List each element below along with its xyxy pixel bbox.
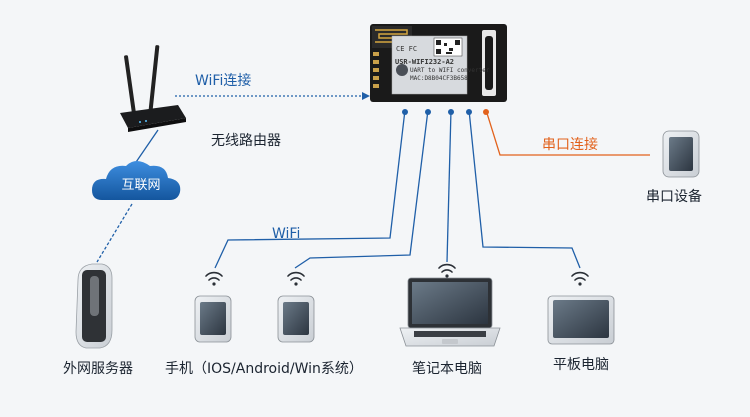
- connection-lines: [96, 92, 650, 269]
- phone-icon-1: [194, 295, 232, 343]
- wifi-signal-icons: [205, 263, 589, 286]
- serial-device-icon: [662, 130, 700, 178]
- link-arrowhead: [362, 92, 370, 100]
- server-icon: [75, 263, 113, 349]
- tablet-icon: [547, 295, 615, 345]
- server-label: 外网服务器: [63, 361, 133, 377]
- module-ports: [402, 109, 489, 115]
- module-marks: CE FC: [396, 45, 418, 53]
- phone-icon-2: [277, 295, 315, 343]
- cloud-icon: [92, 161, 181, 200]
- serial-link-label: 串口连接: [542, 137, 598, 153]
- module-mac: MAC:D8B04CF3B658: [410, 75, 468, 82]
- module-subtitle: UART to WIFI converter: [410, 67, 490, 74]
- wifi-module: [370, 24, 507, 102]
- usr-logo-icon: [396, 64, 408, 76]
- wifi-signal-icon-tablet: [571, 271, 589, 286]
- module-model: USR-WIFI232-A2: [395, 58, 455, 66]
- link-module-laptop: [446, 109, 452, 263]
- link-cloud-server: [96, 203, 133, 263]
- link-module-serial: [485, 109, 650, 156]
- phone-label: 手机（IOS/Android/Win系统）: [165, 361, 363, 377]
- wifi-signal-icon-laptop: [438, 263, 456, 278]
- link-module-phone1: [214, 109, 406, 269]
- cloud-label: 互联网: [121, 178, 161, 193]
- tablet-label: 平板电脑: [553, 357, 609, 373]
- laptop-label: 笔记本电脑: [412, 361, 482, 377]
- serial-device-label: 串口设备: [646, 189, 702, 205]
- link-module-tablet: [468, 109, 581, 269]
- router-icon: [120, 45, 186, 132]
- wifi-label: WiFi: [272, 226, 301, 242]
- link-module-phone2: [294, 109, 429, 269]
- wifi-link-label: WiFi连接: [195, 73, 252, 89]
- wifi-signal-icon-phone1: [205, 271, 223, 286]
- wifi-signal-icon-phone2: [287, 271, 305, 286]
- router-label: 无线路由器: [211, 133, 281, 149]
- laptop-icon: [399, 277, 501, 347]
